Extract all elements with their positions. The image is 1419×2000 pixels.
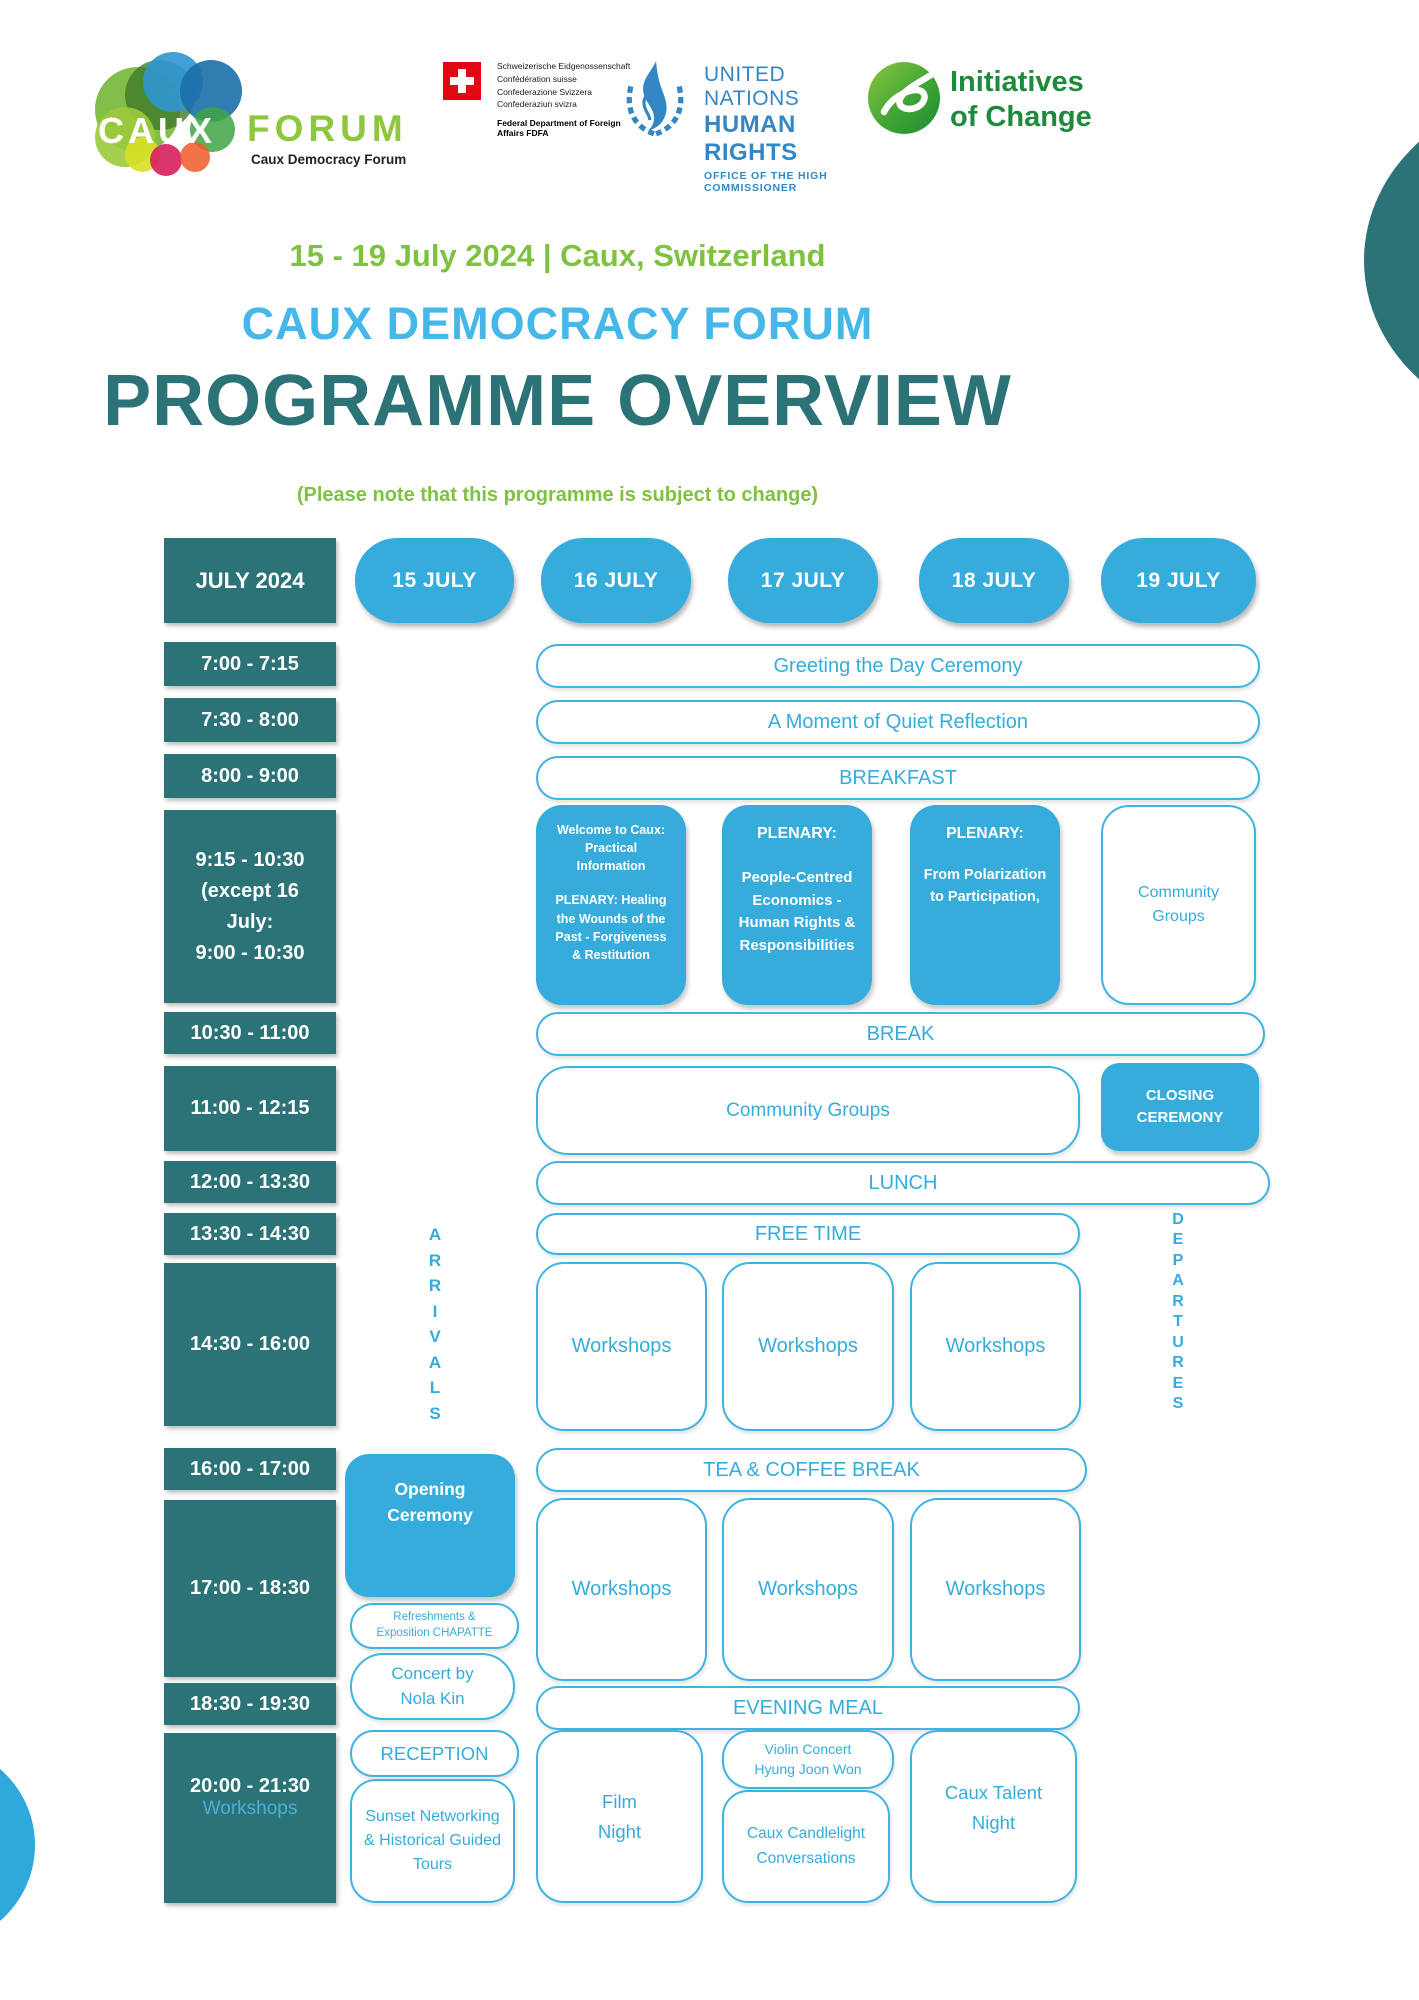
event-workshops: Workshops: [536, 1262, 707, 1431]
event-workshops: Workshops: [722, 1262, 894, 1431]
event-plenary-healing-text: PLENARY: Healing the Wounds of the Past …: [555, 893, 667, 962]
event-community-groups-main: Community Groups: [536, 1066, 1080, 1155]
un-flame-wreath-icon: [626, 61, 684, 137]
event-opening-ceremony: Opening Ceremony: [345, 1454, 515, 1597]
event-workshops: Workshops: [910, 1262, 1081, 1431]
forum-title: CAUX DEMOCRACY FORUM: [241, 298, 874, 349]
plenary-label: PLENARY:: [757, 825, 837, 842]
event-welcome-text: Welcome to Caux: Practical Information: [556, 823, 666, 874]
event-plenary-economics: PLENARY: People-Centred Economics - Huma…: [722, 805, 872, 1005]
iofc-circle-icon: [868, 62, 940, 134]
day-header-18-july: 18 JULY: [919, 538, 1069, 623]
time-slot: 13:30 - 14:30: [164, 1213, 336, 1255]
event-free-time: FREE TIME: [536, 1213, 1080, 1255]
violin-line1: Violin Concert: [764, 1740, 852, 1757]
caux-logo-blob: [150, 144, 182, 176]
un-logo-text: UNITED NATIONS HUMAN RIGHTS OFFICE OF TH…: [704, 63, 868, 194]
day-header-17-july: 17 JULY: [728, 538, 878, 623]
time-slot-workshops-note: Workshops: [202, 1798, 298, 1819]
event-evening-meal: EVENING MEAL: [536, 1686, 1080, 1730]
time-slot: 9:15 - 10:30 (except 16 July: 9:00 - 10:…: [164, 810, 336, 1003]
un-line1: UNITED NATIONS: [704, 63, 800, 110]
event-quiet-reflection: A Moment of Quiet Reflection: [536, 700, 1260, 744]
iofc-line1: Initiatives: [950, 66, 1084, 98]
time-line: 9:00 - 10:30: [195, 941, 305, 964]
day-header-19-july: 19 JULY: [1101, 538, 1256, 623]
event-breakfast: BREAKFAST: [536, 756, 1260, 800]
refreshments-line1: Refreshments &: [393, 1611, 476, 1624]
event-date-location: 15 - 19 July 2024 | Caux, Switzerland: [289, 238, 826, 273]
caux-forum-logo: CAUX FORUM Caux Democracy Forum: [95, 52, 525, 182]
initiatives-of-change-logo: Initiatives of Change: [868, 62, 1128, 142]
time-slot: 18:30 - 19:30: [164, 1683, 336, 1725]
day-header-16-july: 16 JULY: [541, 538, 691, 623]
time-slot: 20:00 - 21:30 Workshops: [164, 1733, 336, 1903]
departures-vertical-label: D E P A R T U R E S: [1172, 1211, 1184, 1413]
event-tea-coffee-break: TEA & COFFEE BREAK: [536, 1448, 1087, 1492]
violin-line2: Hyung Joon Won: [754, 1760, 862, 1777]
time-slot: 17:00 - 18:30: [164, 1500, 336, 1677]
event-workshops: Workshops: [722, 1498, 894, 1681]
un-human-rights-logo: UNITED NATIONS HUMAN RIGHTS OFFICE OF TH…: [618, 55, 868, 194]
time-line: 20:00 - 21:30: [189, 1775, 311, 1797]
event-closing-ceremony: CLOSING CEREMONY: [1101, 1063, 1259, 1151]
event-refreshments-exposition: Refreshments & Exposition CHAPATTE: [350, 1603, 519, 1649]
event-violin-concert: Violin Concert Hyung Joon Won: [722, 1730, 894, 1789]
time-slot: 16:00 - 17:00: [164, 1448, 336, 1490]
un-line2: HUMAN RIGHTS: [704, 111, 798, 166]
caux-logo-subtitle: Caux Democracy Forum: [251, 152, 407, 167]
time-line: 9:15 - 10:30: [195, 848, 305, 871]
event-break: BREAK: [536, 1012, 1265, 1056]
event-greeting-ceremony: Greeting the Day Ceremony: [536, 644, 1260, 688]
time-line: (except 16: [201, 879, 299, 902]
time-slot: 14:30 - 16:00: [164, 1263, 336, 1426]
caux-logo-word-caux: CAUX: [98, 110, 217, 151]
decorative-blue-circle: [0, 1745, 35, 1945]
time-slot: 8:00 - 9:00: [164, 754, 336, 798]
refreshments-line2: Exposition CHAPATTE: [376, 1627, 493, 1639]
swiss-line: Confédération suisse: [497, 73, 577, 84]
un-line3: OFFICE OF THE HIGH COMMISSIONER: [704, 170, 828, 194]
event-workshops: Workshops: [536, 1498, 707, 1681]
iofc-logo-text: Initiatives of Change: [950, 65, 1092, 135]
time-slot: 12:00 - 13:30: [164, 1161, 336, 1203]
decorative-teal-ellipse: [1364, 88, 1419, 433]
swiss-line: Confederazione Svizzera: [497, 86, 592, 97]
time-slot: 11:00 - 12:15: [164, 1066, 336, 1151]
page-title: PROGRAMME OVERVIEW: [103, 361, 1012, 441]
event-plenary-economics-text: People-Centred Economics - Human Rights …: [738, 869, 856, 954]
time-slot: 10:30 - 11:00: [164, 1012, 336, 1054]
event-workshops: Workshops: [910, 1498, 1081, 1681]
iofc-line2: of Change: [950, 100, 1092, 133]
swiss-line: Confederaziun svizra: [497, 99, 577, 110]
swiss-cross-icon: [443, 62, 481, 100]
event-community-groups-19: Community Groups: [1101, 805, 1256, 1005]
swiss-confederation-logo: Schweizerische Eidgenossenschaft Confédé…: [443, 60, 643, 138]
event-plenary-polarization: PLENARY: From Polarization to Participat…: [910, 805, 1060, 1005]
time-slot: 7:00 - 7:15: [164, 642, 336, 686]
subject-to-change-note: (Please note that this programme is subj…: [296, 484, 819, 506]
event-reception: RECEPTION: [350, 1730, 519, 1777]
day-header-15-july: 15 JULY: [355, 538, 514, 623]
swiss-department-text: Federal Department of Foreign Affairs FD…: [497, 118, 621, 138]
swiss-logo-text: Schweizerische Eidgenossenschaft Confédé…: [497, 60, 630, 111]
caux-logo-blob: [180, 142, 210, 172]
event-caux-talent-night: Caux Talent Night: [910, 1730, 1077, 1903]
time-slot: 7:30 - 8:00: [164, 698, 336, 742]
plenary-label: PLENARY:: [946, 825, 1024, 842]
event-lunch: LUNCH: [536, 1161, 1270, 1205]
time-line: July:: [226, 910, 274, 933]
event-welcome-plenary-healing: Welcome to Caux: Practical Information P…: [536, 805, 686, 1005]
event-sunset-networking-tours: Sunset Networking & Historical Guided To…: [350, 1779, 515, 1903]
event-plenary-polarization-text: From Polarization to Participation,: [923, 867, 1047, 905]
month-header: JULY 2024: [164, 538, 336, 623]
event-film-night: Film Night: [536, 1730, 703, 1903]
swiss-line: Schweizerische Eidgenossenschaft: [497, 61, 631, 71]
event-concert-nola-kin: Concert by Nola Kin: [350, 1653, 515, 1720]
arrivals-vertical-label: A R R I V A L S: [428, 1225, 442, 1423]
caux-logo-word-forum: FORUM: [247, 108, 408, 149]
event-candlelight-conversations: Caux Candlelight Conversations: [722, 1790, 890, 1903]
